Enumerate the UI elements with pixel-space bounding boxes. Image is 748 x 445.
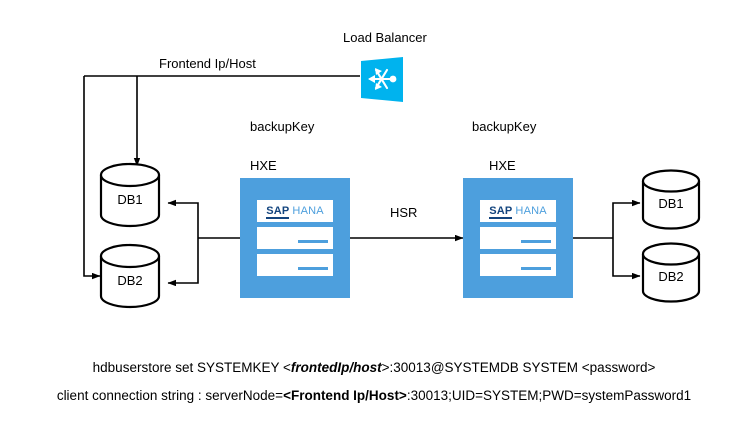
command-line-2-emphasis: <Frontend Ip/Host> <box>283 388 407 403</box>
hana-service-row-primary-2 <box>257 254 333 276</box>
primary-backupkey-label: backupKey <box>250 119 315 134</box>
hana-service-row-secondary-1 <box>480 227 556 249</box>
hana-wordmark: HANA <box>292 205 324 217</box>
secondary-backupkey-label: backupKey <box>472 119 537 134</box>
command-line-1-emphasis: frontedIp/host <box>290 360 382 375</box>
service-bar-icon <box>298 267 328 270</box>
load-balancer-label: Load Balancer <box>343 30 427 45</box>
secondary-hxe-label: HXE <box>489 158 516 173</box>
secondary-to-db1-branch <box>612 199 641 238</box>
service-bar-icon <box>521 240 551 243</box>
service-bar-icon <box>521 267 551 270</box>
sap-wordmark: SAP <box>489 205 513 219</box>
db-cylinder-right-db1 <box>641 169 701 230</box>
sap-wordmark: SAP <box>266 205 290 219</box>
db-cylinder-right-db2 <box>641 242 701 303</box>
hana-service-row-secondary-2 <box>480 254 556 276</box>
hana-wordmark: HANA <box>515 205 547 217</box>
db-label-right-db1: DB1 <box>658 196 684 211</box>
hsr-label: HSR <box>390 205 418 220</box>
load-balancer-icon <box>359 57 405 102</box>
bus-to-db2-arrow <box>83 76 101 280</box>
command-line-1-pre: hdbuserstore set SYSTEMKEY < <box>92 360 291 375</box>
command-line-2-pre: client connection string : serverNode= <box>56 388 284 403</box>
db-cylinder-left-db2 <box>99 243 161 309</box>
service-bar-icon <box>298 240 328 243</box>
command-line-2: client connection string : serverNode=<F… <box>0 388 748 403</box>
primary-to-db1-branch <box>167 199 199 238</box>
primary-to-db2-branch <box>167 238 199 287</box>
secondary-to-db2-branch <box>612 238 641 280</box>
hana-service-row-primary-1 <box>257 227 333 249</box>
db-cylinder-left-db1 <box>99 162 161 228</box>
db-label-right-db2: DB2 <box>658 269 684 284</box>
command-line-1: hdbuserstore set SYSTEMKEY <frontedIp/ho… <box>0 360 748 375</box>
db-label-left-db2: DB2 <box>117 273 143 288</box>
frontend-host-label: Frontend Ip/Host <box>159 56 256 71</box>
command-line-1-post: >:30013@SYSTEMDB SYSTEM <password> <box>381 360 656 375</box>
command-line-2-post: :30013;UID=SYSTEM;PWD=systemPassword1 <box>406 388 692 403</box>
primary-hxe-label: HXE <box>250 158 277 173</box>
db-label-left-db1: DB1 <box>117 192 143 207</box>
